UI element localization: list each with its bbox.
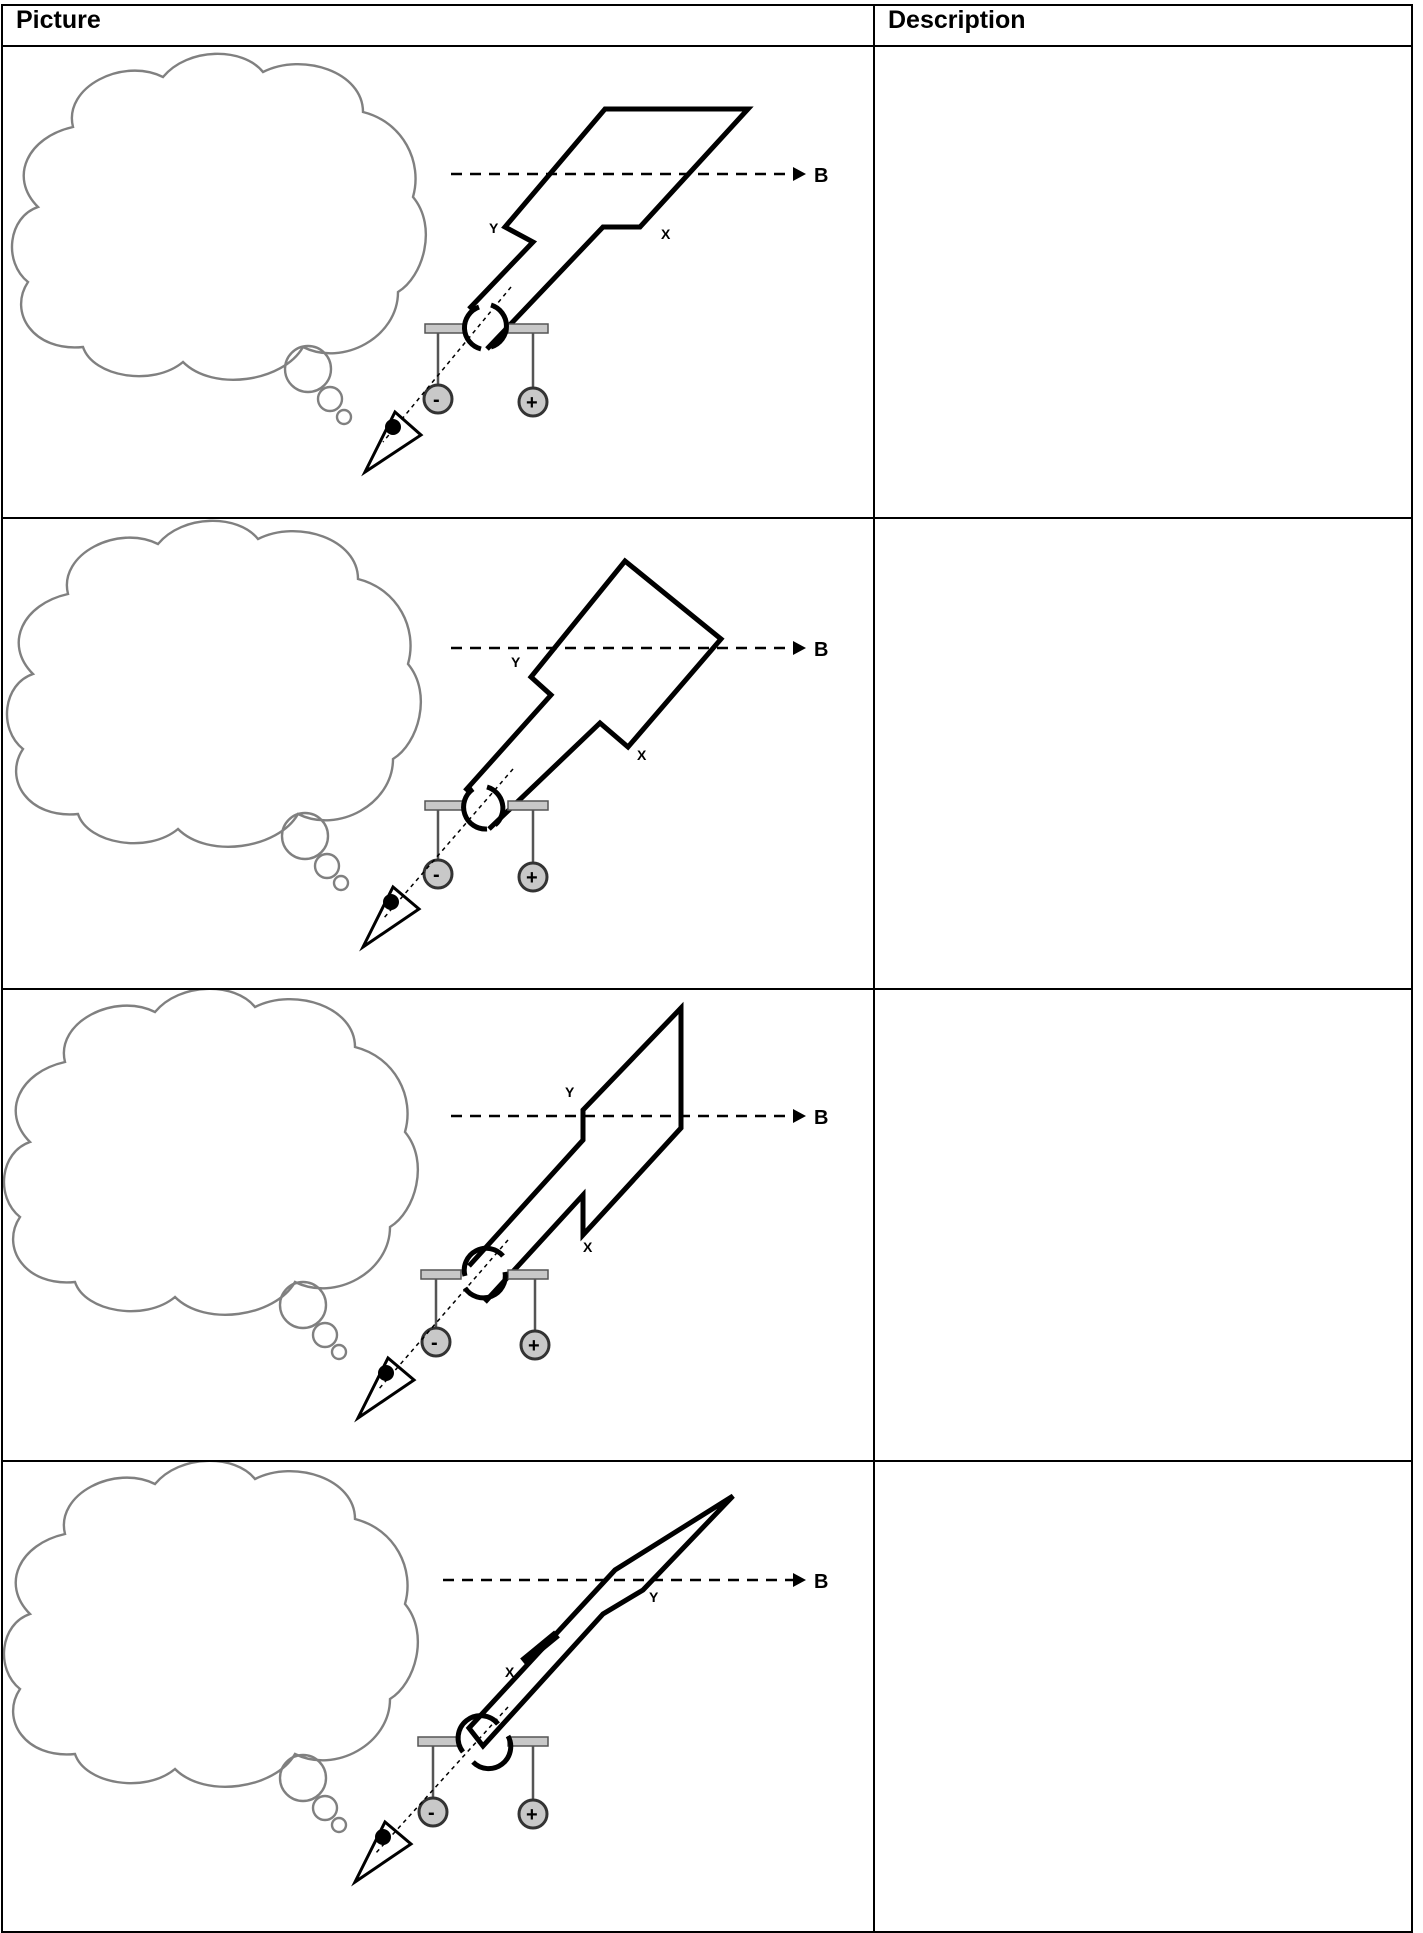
motor-coil-diagram: B Y X - (10, 52, 828, 477)
plus-terminal (517, 861, 549, 892)
label-y: Y (649, 1589, 659, 1605)
minus-sign: - (433, 864, 440, 886)
plus-terminal (517, 386, 549, 418)
plus-sign: + (526, 392, 538, 414)
minus-terminal (417, 1796, 449, 1827)
armature-coil (467, 106, 754, 351)
label-b: B (814, 165, 828, 187)
label-y: Y (511, 654, 521, 670)
plus-sign: + (526, 867, 538, 889)
line-of-sight (374, 1705, 509, 1855)
minus-terminal (420, 1326, 452, 1358)
line-of-sight (377, 1239, 509, 1391)
plus-sign: + (528, 1335, 540, 1357)
commutator (417, 1712, 549, 1771)
header-row: Picture Description (1, 4, 1413, 47)
plus-terminal (517, 1798, 549, 1829)
label-y: Y (489, 220, 499, 236)
description-cell[interactable] (873, 988, 1413, 1462)
eye-icon (359, 884, 422, 951)
thought-cloud (3, 990, 420, 1361)
description-cell[interactable] (873, 516, 1413, 990)
line-of-sight (382, 768, 514, 919)
minus-terminal (422, 858, 454, 889)
commutator (424, 784, 549, 832)
field-arrow-head (793, 640, 806, 655)
label-x: X (661, 226, 671, 242)
motor-coil-diagram: B Y X - (5, 519, 828, 951)
armature-coil (467, 1001, 684, 1304)
field-arrow-head (793, 167, 806, 181)
field-arrow-head (793, 1572, 806, 1587)
picture-cell: B Y X - (1, 516, 875, 990)
label-x: X (637, 747, 647, 763)
commutator (420, 1245, 549, 1301)
eye-icon (351, 1819, 414, 1886)
minus-terminal (422, 383, 454, 415)
armature-coil (465, 1493, 735, 1750)
label-x: X (583, 1239, 593, 1255)
description-cell[interactable] (873, 1459, 1413, 1933)
label-b: B (814, 1571, 828, 1593)
header-picture: Picture (1, 4, 875, 47)
picture-cell: B Y X - (1, 45, 875, 519)
picture-description-table: Picture Description B (1, 4, 1413, 1933)
eye-icon (354, 1355, 417, 1423)
thought-cloud (5, 519, 423, 891)
header-description: Description (873, 4, 1413, 47)
table-row: B Y X - (1, 45, 1413, 519)
armature-coil (463, 556, 725, 831)
description-cell[interactable] (873, 45, 1413, 519)
minus-sign: - (431, 1332, 438, 1354)
minus-sign: - (428, 1802, 435, 1824)
label-b: B (814, 1107, 828, 1129)
table-row: B Y X - (1, 516, 1413, 990)
table-row: B Y X - (1, 988, 1413, 1462)
line-of-sight (382, 286, 512, 443)
plus-sign: + (526, 1804, 538, 1826)
label-x: X (505, 1664, 515, 1680)
picture-cell: B Y X - (1, 1459, 875, 1933)
label-b: B (814, 639, 828, 661)
commutator (424, 302, 549, 352)
table-row: B Y X - (1, 1459, 1413, 1933)
field-arrow-head (793, 1109, 806, 1123)
plus-terminal (519, 1329, 551, 1361)
thought-cloud (3, 1461, 420, 1833)
label-y: Y (565, 1084, 575, 1100)
minus-sign: - (433, 389, 440, 411)
motor-coil-diagram: B Y X - (3, 1461, 828, 1886)
eye-icon (361, 409, 424, 477)
picture-cell: B Y X - (1, 988, 875, 1462)
motor-coil-diagram: B Y X - (3, 990, 828, 1423)
thought-cloud (10, 52, 428, 426)
